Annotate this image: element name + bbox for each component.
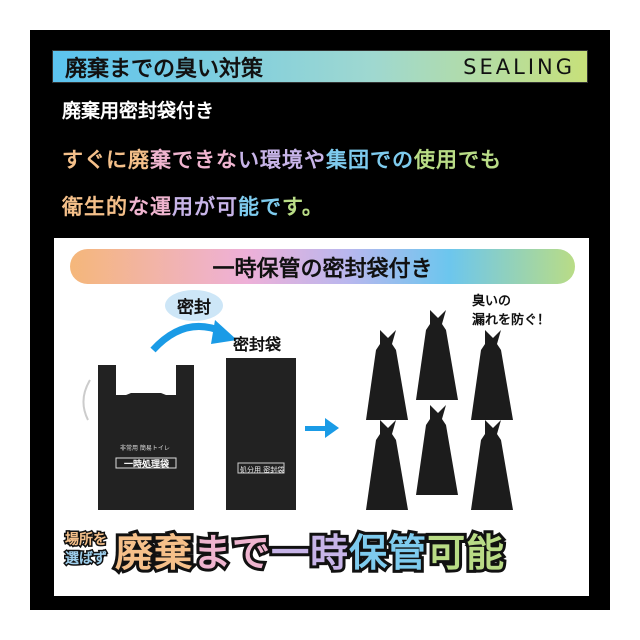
tied-bag	[416, 405, 458, 495]
curved-arrow-icon	[150, 320, 237, 353]
char: 用	[436, 148, 458, 172]
char: 可	[424, 528, 468, 578]
small-line-2: 選ばず	[64, 549, 109, 568]
char: な	[128, 195, 150, 219]
header-bar: 廃棄までの臭い対策 SEALING	[52, 50, 588, 83]
char: 能	[463, 528, 507, 578]
char: 運	[150, 195, 172, 219]
panel-banner: 一時保管の密封袋付き	[70, 249, 575, 284]
char: も	[480, 148, 502, 172]
char: 環	[260, 148, 282, 172]
char: で	[458, 148, 480, 172]
char: 廃	[128, 148, 150, 172]
char: 一	[268, 528, 312, 578]
char: 的	[106, 195, 128, 219]
char: な	[216, 148, 238, 172]
header-subtitle: SEALING	[463, 54, 575, 79]
small-line-1: 場所を	[64, 530, 109, 549]
char: 時	[307, 528, 351, 578]
char: に	[106, 148, 128, 172]
description-line-2: 衛生的な運用が可能です。	[62, 191, 324, 221]
char: 棄	[150, 148, 172, 172]
char: の	[392, 148, 414, 172]
char: 集	[326, 148, 348, 172]
bottom-small-text: 場所を選ばず	[64, 530, 109, 569]
right-arrow-icon	[305, 418, 339, 438]
sealed-bag-text: 処分用 密封袋	[240, 466, 285, 474]
char: で	[172, 148, 194, 172]
char: 団	[348, 148, 370, 172]
char: 管	[385, 528, 429, 578]
smell-note-line-1: 臭いの	[472, 294, 512, 309]
tied-bag	[366, 420, 408, 510]
char: 使	[414, 148, 436, 172]
char: 用	[172, 195, 194, 219]
char: き	[194, 148, 216, 172]
toilet-bag-top-text: 非常用 簡易トイレ	[120, 445, 170, 452]
char: す	[282, 195, 302, 219]
description-line-1: すぐに廃棄できない環境や集団での使用でも	[62, 144, 502, 174]
sealed-bags-group-image	[366, 310, 513, 510]
char: 棄	[151, 528, 195, 578]
seal-label: 密封	[165, 290, 223, 321]
char: 保	[346, 528, 390, 578]
char: や	[304, 148, 326, 172]
feature-text: 廃棄用密封袋付き	[62, 100, 215, 122]
toilet-bag-main-text: 一時処理袋	[124, 460, 170, 470]
smell-note-line-2: 漏れを防ぐ！	[472, 313, 551, 328]
bottom-headline: 場所を選ばず 廃棄まで一時保管可能	[64, 522, 508, 578]
char: 生	[84, 195, 106, 219]
tied-bag	[471, 330, 513, 420]
char: す	[62, 148, 84, 172]
char: い	[238, 148, 260, 172]
char: ぐ	[84, 148, 106, 172]
char: 能	[238, 195, 260, 219]
sealed-bag-label: 密封袋	[233, 335, 282, 354]
bottom-big-text: 廃棄まで一時保管可能	[112, 522, 507, 578]
char: 廃	[112, 528, 156, 578]
toilet-bag-image	[82, 365, 194, 510]
char: ま	[190, 528, 234, 578]
sealed-bag-image	[226, 358, 296, 510]
char: 境	[282, 148, 304, 172]
char: で	[260, 195, 282, 219]
char: 可	[216, 195, 238, 219]
tied-bag	[471, 420, 513, 510]
tied-bag	[416, 310, 458, 400]
char: で	[229, 528, 273, 578]
char: で	[370, 148, 392, 172]
header-title: 廃棄までの臭い対策	[65, 56, 264, 82]
smell-note: 臭いの漏れを防ぐ！	[472, 292, 550, 330]
char: 衛	[62, 195, 84, 219]
tied-bag	[366, 330, 408, 420]
char: が	[194, 195, 216, 219]
char: 。	[301, 195, 324, 219]
